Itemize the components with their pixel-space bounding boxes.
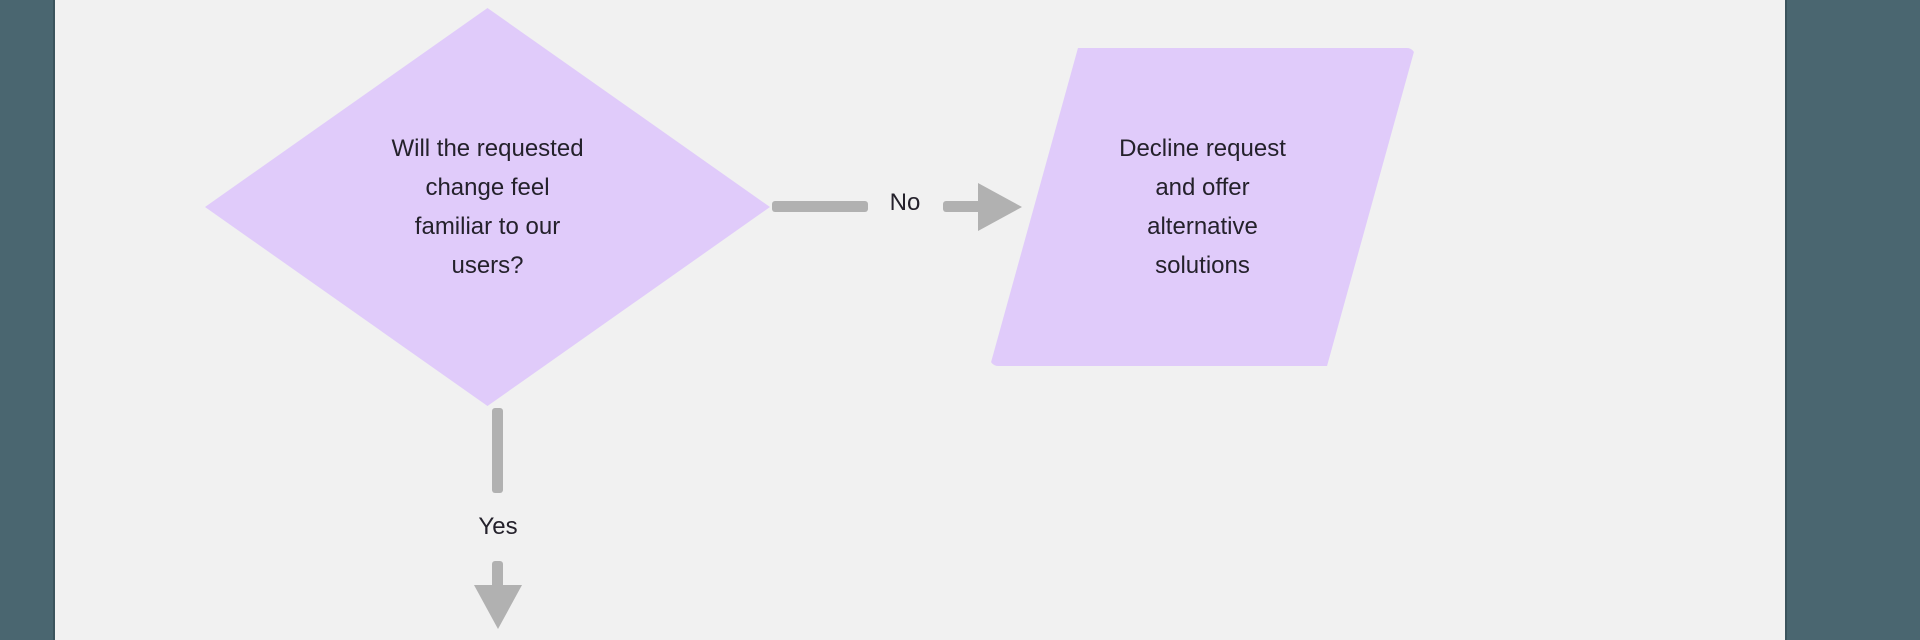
edge-no-arrowhead-icon — [978, 183, 1022, 231]
window-chrome-right-divider — [1785, 0, 1787, 640]
edge-yes-stem — [492, 561, 503, 591]
decision-node-familiar[interactable]: Will the requested change feel familiar … — [205, 8, 770, 406]
io-node-label: Decline request and offer alternative so… — [1119, 135, 1286, 279]
io-node-decline-request[interactable]: Decline request and offer alternative so… — [990, 48, 1415, 366]
edge-yes-arrowhead-icon — [474, 585, 522, 629]
window-chrome-left-divider — [53, 0, 55, 640]
window-chrome-right — [1787, 0, 1920, 640]
edge-yes-line — [492, 408, 503, 493]
edge-no-label: No — [889, 189, 921, 216]
diagram-canvas[interactable]: Will the requested change feel familiar … — [55, 0, 1785, 640]
edge-no-line — [772, 201, 868, 212]
window-chrome-left — [0, 0, 53, 640]
decision-node-label: Will the requested change feel familiar … — [391, 135, 584, 279]
edge-no-stem — [943, 201, 983, 212]
edge-yes-label: Yes — [478, 513, 518, 540]
